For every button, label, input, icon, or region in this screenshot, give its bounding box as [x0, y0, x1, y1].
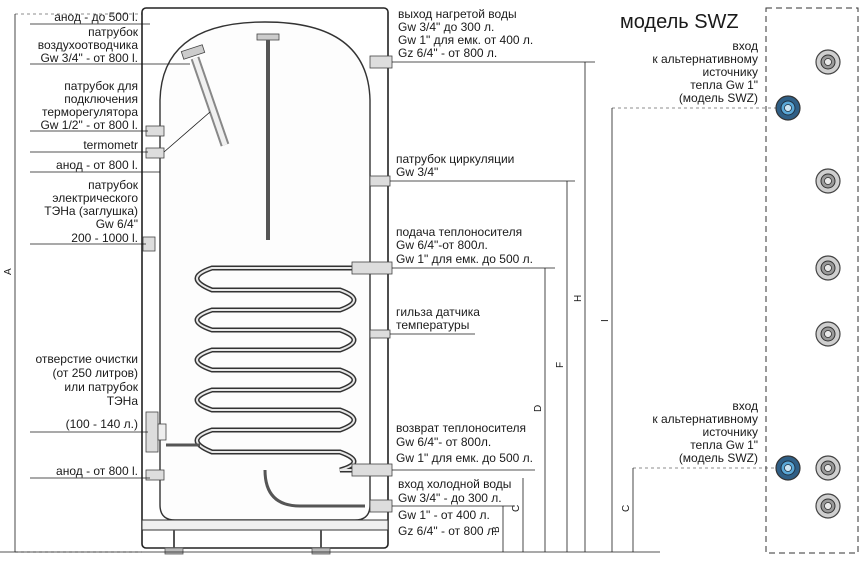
- swz-bottom-inlet-line2: к альтернативному: [652, 412, 758, 426]
- label-thermoreg-line1: патрубок для: [64, 79, 138, 93]
- label-hot-out-line3: Gw 1" для емк. от 400 л.: [398, 33, 533, 47]
- label-circ-line2: Gw 3/4": [396, 165, 438, 179]
- label-thermoreg-line4: Gw 1/2" - от 800 l.: [40, 118, 138, 132]
- label-heater-line2: электрического: [52, 191, 138, 205]
- label-cleanout-line1: отверстие очистки: [35, 352, 138, 366]
- label-anode-800-bottom: анод - от 800 l.: [56, 464, 138, 478]
- swz-top-inlet-line3: источнику: [703, 65, 758, 79]
- label-cold-in-line4: Gz 6/4" - от 800 л.: [398, 524, 497, 538]
- label-circ-line1: патрубок циркуляции: [396, 152, 514, 166]
- dim-label-c: C: [511, 505, 522, 512]
- right-fittings: [351, 55, 393, 513]
- swz-top-inlet-line5: (модель SWZ): [679, 91, 758, 105]
- label-sensor-line2: температуры: [396, 318, 469, 332]
- label-return-line1: возврат теплоносителя: [396, 421, 526, 435]
- anode-rod: [180, 44, 230, 147]
- swz-top-inlet-line4: тепла Gw 1": [690, 78, 758, 92]
- swz-top-inlet-line1: вход: [732, 39, 758, 53]
- left-leader-lines: [30, 23, 211, 479]
- label-supply-line1: подача теплоносителя: [396, 225, 522, 239]
- hot-water-stem: [256, 33, 280, 240]
- label-air-vent-line3: Gw 3/4" - от 800 l.: [40, 51, 138, 65]
- heat-exchanger-coil: [194, 265, 363, 473]
- label-cleanout-line3: или патрубок: [64, 380, 138, 394]
- label-anode-500: анод - до 500 l.: [54, 10, 138, 24]
- label-heater-line5: 200 - 1000 l.: [71, 231, 138, 245]
- swz-top-inlet-port: [775, 95, 801, 121]
- left-fittings: [142, 125, 200, 481]
- dimension-letters: A H F D C B I C: [3, 268, 632, 533]
- port-fitting: [815, 493, 841, 519]
- label-heater-line4: Gw 6/4": [96, 217, 138, 231]
- swz-bottom-inlet-port: [775, 455, 801, 481]
- swz-labels: модель SWZ вход к альтернативному источн…: [620, 11, 758, 465]
- label-heater-line3: ТЭНа (заглушка): [44, 204, 138, 218]
- dim-label-c-swz: C: [621, 505, 632, 512]
- label-air-vent-line1: патрубок: [88, 25, 139, 39]
- label-return-line3: Gw 1" для емк. до 500 л.: [396, 451, 533, 465]
- dim-label-f: F: [555, 362, 566, 368]
- swz-top-inlet-line2: к альтернативному: [652, 52, 758, 66]
- tank-body: [141, 7, 389, 555]
- port-fitting: [815, 49, 841, 75]
- label-sensor-line1: гильза датчика: [396, 305, 480, 319]
- port-fitting: [815, 455, 841, 481]
- right-leader-lines: [390, 61, 595, 507]
- dimension-lines: [0, 13, 780, 553]
- swz-ports: [775, 49, 841, 519]
- swz-bottom-inlet-line3: источнику: [703, 425, 758, 439]
- label-cleanout-line5: (100 - 140 л.): [66, 417, 138, 431]
- label-cold-in-line3: Gw 1" - от 400 л.: [398, 508, 490, 522]
- swz-bottom-inlet-line4: тепла Gw 1": [690, 438, 758, 452]
- dim-label-a: A: [3, 268, 14, 275]
- label-thermoreg-line3: терморегулятора: [42, 105, 138, 119]
- swz-title: модель SWZ: [620, 11, 739, 33]
- left-labels: анод - до 500 l. патрубок воздухоотводчи…: [35, 10, 138, 478]
- label-hot-out-line4: Gz 6/4" - от 800 л.: [398, 46, 497, 60]
- label-supply-line3: Gw 1" для емк. до 500 л.: [396, 252, 533, 266]
- label-heater-line1: патрубок: [88, 178, 139, 192]
- cold-water-pipe: [263, 469, 365, 508]
- label-cleanout-line2: (от 250 литров): [52, 366, 138, 380]
- label-thermoreg-line2: подключения: [64, 92, 138, 106]
- port-fitting: [815, 255, 841, 281]
- dim-label-h: H: [573, 295, 584, 302]
- swz-panel: [765, 7, 859, 554]
- label-supply-line2: Gw 6/4"-от 800л.: [396, 238, 488, 252]
- dim-label-b: B: [491, 526, 502, 533]
- label-thermometer: termometr: [83, 138, 138, 152]
- right-labels: выход нагретой воды Gw 3/4" до 300 л. Gw…: [396, 7, 533, 538]
- label-anode-800-top: анод - от 800 l.: [56, 158, 138, 172]
- port-fitting: [815, 321, 841, 347]
- label-hot-out-line2: Gw 3/4" до 300 л.: [398, 20, 494, 34]
- label-cold-in-line1: вход холодной воды: [398, 477, 511, 491]
- label-return-line2: Gw 6/4"- от 800л.: [396, 435, 491, 449]
- label-air-vent-line2: воздухоотводчика: [38, 38, 139, 52]
- label-cleanout-line4: ТЭНа: [107, 394, 139, 408]
- dim-label-i: I: [600, 319, 611, 322]
- label-hot-out-line1: выход нагретой воды: [398, 7, 517, 21]
- swz-bottom-inlet-line1: вход: [732, 399, 758, 413]
- dim-label-d: D: [533, 405, 544, 412]
- label-cold-in-line2: Gw 3/4" - до 300 л.: [398, 491, 502, 505]
- swz-bottom-inlet-line5: (модель SWZ): [679, 451, 758, 465]
- port-fitting: [815, 168, 841, 194]
